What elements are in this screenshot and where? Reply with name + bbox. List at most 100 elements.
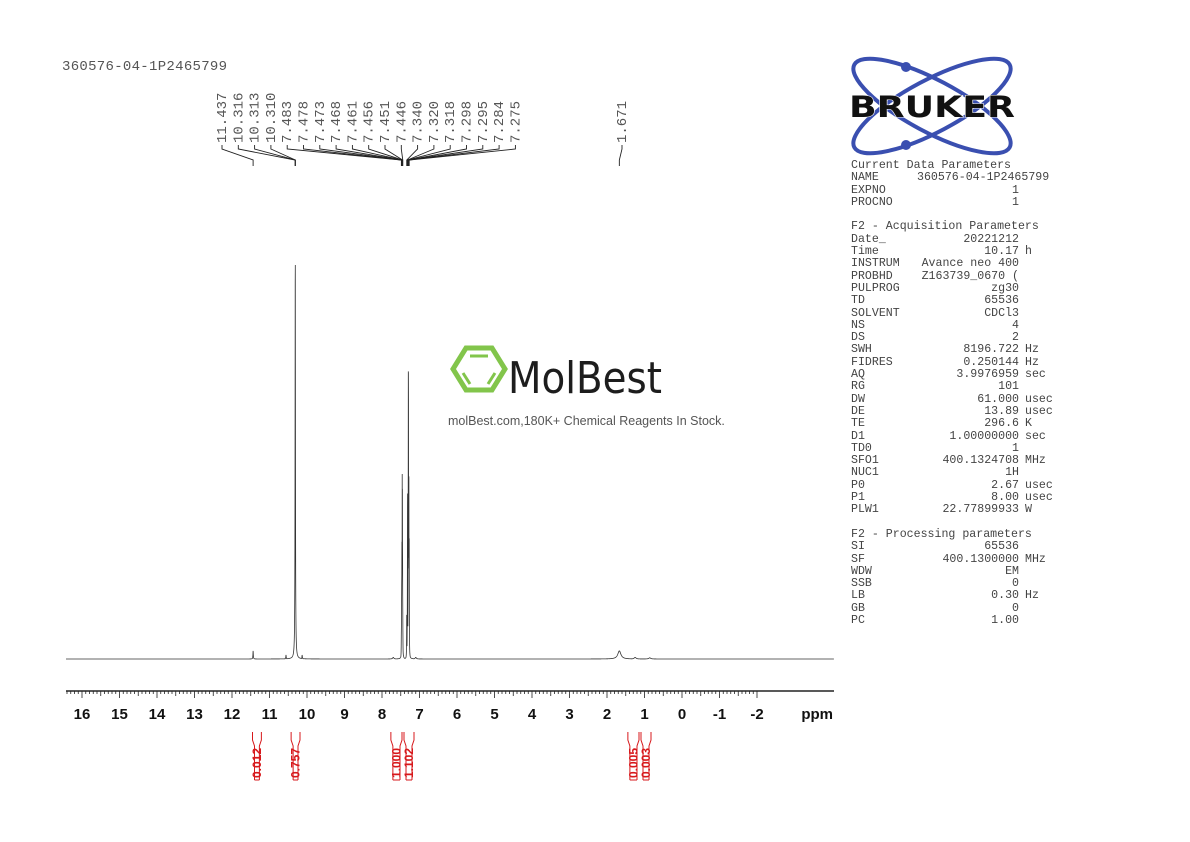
parameter-value: 61.000: [977, 392, 1019, 406]
peak-label: 7.456: [362, 101, 378, 143]
parameter-value: 2.67: [991, 478, 1019, 492]
integral-bracket: [640, 732, 652, 781]
peak-leader-line: [408, 145, 516, 166]
parameter-row: DS 2: [851, 331, 1055, 345]
parameter-label: SI: [851, 540, 865, 554]
parameter-label: PC: [851, 613, 865, 627]
axis-tick-label: 1: [640, 706, 648, 723]
parameter-value: CDCl3: [984, 306, 1019, 320]
peak-label: 7.451: [378, 101, 394, 143]
parameter-value: 1: [1012, 441, 1019, 455]
peak-label: 11.437: [215, 93, 231, 143]
parameter-label: NUC1: [851, 466, 879, 480]
parameter-label: SOLVENT: [851, 306, 900, 320]
parameter-label: SFO1: [851, 454, 879, 468]
parameter-label: P1: [851, 491, 865, 505]
parameter-unit: usec: [1025, 404, 1053, 418]
parameter-unit: usec: [1025, 392, 1053, 406]
integral-value: 0.005: [626, 748, 640, 778]
peak-label: 7.468: [329, 101, 345, 143]
parameter-label: SWH: [851, 343, 872, 357]
integral-bracket: [290, 732, 301, 781]
peak-leader-line: [254, 145, 296, 166]
integral-region: 0.757: [289, 732, 303, 781]
parameter-row: DW 61.000 usec: [851, 392, 1055, 406]
parameter-label: DW: [851, 392, 865, 406]
peak-leader-line: [270, 145, 296, 166]
peak-leader-line: [407, 145, 451, 166]
parameter-value: 1: [1012, 195, 1019, 209]
integral-region: 0.005: [626, 732, 640, 781]
integral-value: 1.000: [389, 748, 403, 778]
parameter-label: NAME: [851, 171, 879, 185]
integral-bracket: [390, 732, 403, 781]
axis-label-ppm: ppm: [801, 706, 833, 723]
parameter-unit: sec: [1025, 429, 1046, 443]
integral-region: 1.102: [402, 732, 416, 781]
parameter-label: DS: [851, 331, 865, 345]
parameter-label: EXPNO: [851, 183, 886, 197]
parameter-label: INSTRUM: [851, 257, 900, 271]
parameter-value: EM: [1005, 564, 1019, 578]
axis-tick-label: 6: [453, 706, 461, 723]
watermark-tagline: molBest.com,180K+ Chemical Reagents In S…: [448, 414, 725, 428]
peak-leader-line: [406, 145, 419, 166]
parameter-value: 360576-04-1P2465799: [917, 171, 1050, 185]
axis-tick-label: 0: [678, 706, 686, 723]
peak-leader-line: [237, 145, 296, 166]
parameter-unit: Hz: [1025, 355, 1039, 369]
peak-label: 7.473: [313, 101, 329, 143]
parameter-value: 1.00000000: [949, 429, 1019, 443]
axis-tick-label: 5: [490, 706, 498, 723]
parameter-label: AQ: [851, 368, 865, 382]
parameter-unit: K: [1025, 417, 1032, 431]
parameter-unit: MHz: [1025, 454, 1046, 468]
parameter-value: 13.89: [984, 404, 1019, 418]
parameter-unit: Hz: [1025, 589, 1039, 603]
peak-label: 7.275: [508, 101, 524, 143]
parameter-value: 10.17: [984, 245, 1019, 259]
parameter-unit: MHz: [1025, 552, 1046, 566]
axis-tick-label: 14: [149, 706, 166, 723]
peak-label: 10.313: [248, 93, 264, 143]
parameter-unit: h: [1025, 245, 1032, 259]
parameter-value: 8196.722: [963, 343, 1019, 357]
parameter-row: SOLVENT CDCl3: [851, 306, 1055, 320]
axis-tick-label: 4: [528, 706, 537, 723]
peak-label: 7.461: [345, 101, 361, 143]
parameter-label: PROBHD: [851, 269, 893, 283]
peak-label: 7.298: [460, 101, 476, 143]
parameter-value: 0.250144: [963, 355, 1019, 369]
parameter-row: Date_20221212: [851, 232, 1055, 246]
parameter-value: 0.30: [991, 589, 1019, 603]
peak-label: 10.316: [231, 93, 247, 143]
parameter-value: 2: [1012, 331, 1019, 345]
axis-tick-label: 12: [224, 706, 241, 723]
parameter-unit: W: [1025, 503, 1032, 517]
parameter-label: SF: [851, 552, 865, 566]
peak-label: 10.310: [264, 93, 280, 143]
peak-label-leaders: [221, 145, 623, 166]
parameter-label: Date_: [851, 232, 886, 246]
peak-label: 1.671: [615, 101, 631, 143]
parameter-unit: usec: [1025, 491, 1053, 505]
